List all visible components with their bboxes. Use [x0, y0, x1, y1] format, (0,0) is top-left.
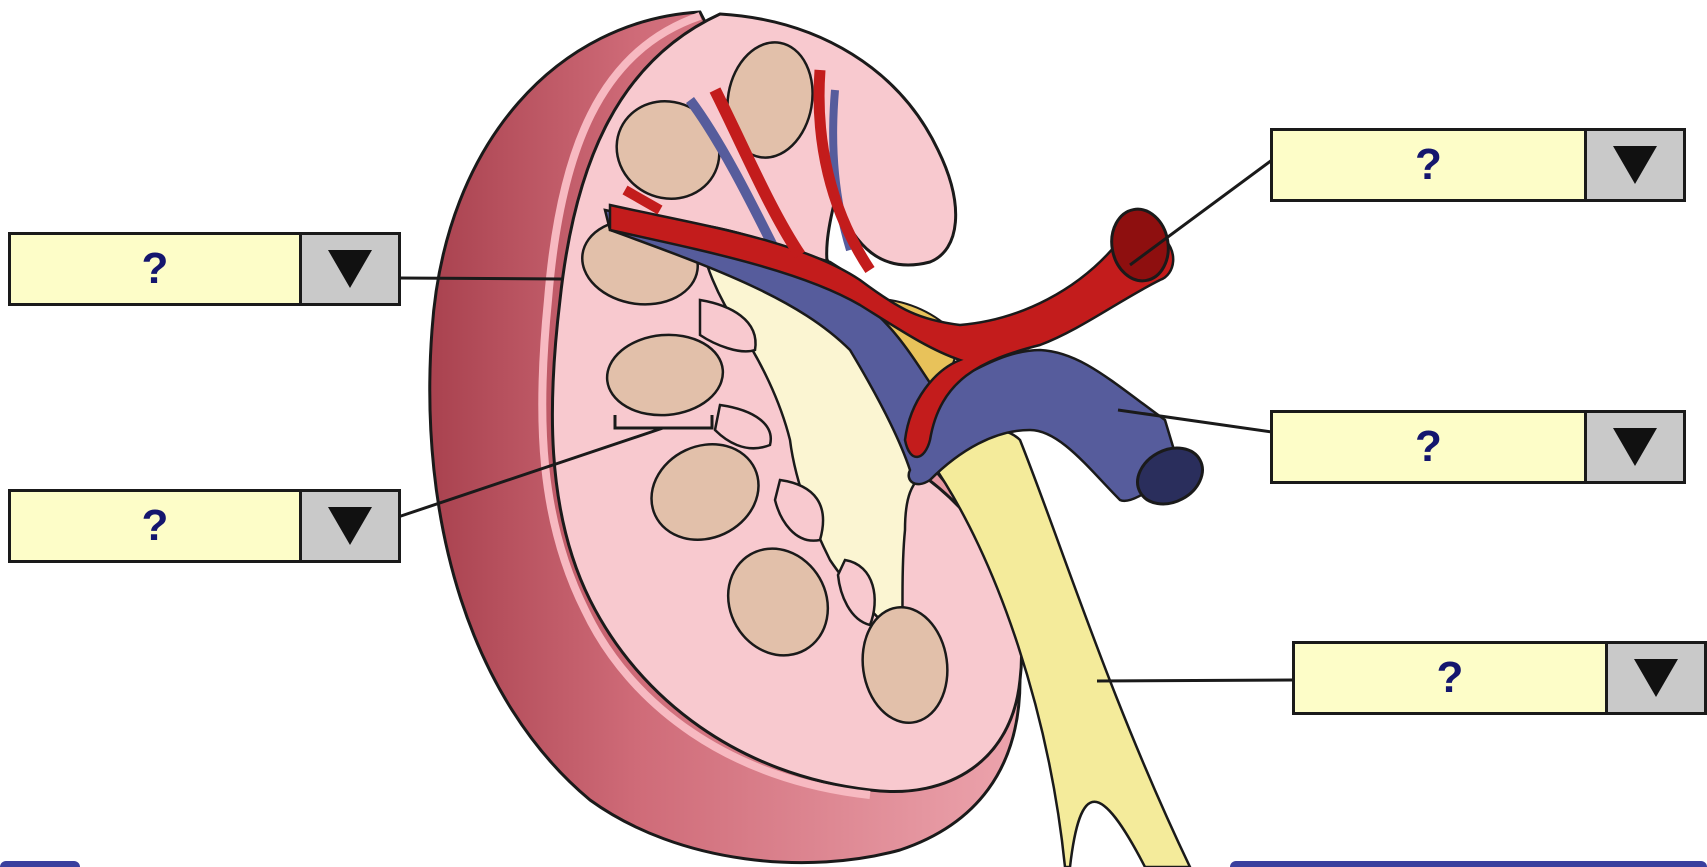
chevron-down-icon — [1613, 428, 1657, 466]
dropdown-button[interactable] — [1605, 644, 1704, 712]
chevron-down-icon — [328, 250, 372, 288]
dropdown-value[interactable]: ? — [11, 492, 299, 560]
dropdown-vein[interactable]: ? — [1270, 410, 1686, 484]
chevron-down-icon — [1634, 659, 1678, 697]
dropdown-button[interactable] — [299, 235, 398, 303]
dropdown-artery[interactable]: ? — [1270, 128, 1686, 202]
chevron-down-icon — [328, 507, 372, 545]
chevron-down-icon — [1613, 146, 1657, 184]
leader-line-ureter — [1097, 680, 1293, 681]
bottom-bar-right — [1230, 861, 1707, 867]
dropdown-value[interactable]: ? — [11, 235, 299, 303]
dropdown-button[interactable] — [299, 492, 398, 560]
dropdown-value[interactable]: ? — [1273, 131, 1584, 199]
leader-line-cortex — [398, 278, 562, 279]
dropdown-button[interactable] — [1584, 131, 1683, 199]
dropdown-value[interactable]: ? — [1273, 413, 1584, 481]
dropdown-cortex[interactable]: ? — [8, 232, 401, 306]
dropdown-ureter[interactable]: ? — [1292, 641, 1707, 715]
dropdown-value[interactable]: ? — [1295, 644, 1605, 712]
bottom-bar-left — [0, 861, 80, 867]
dropdown-pyramid[interactable]: ? — [8, 489, 401, 563]
dropdown-button[interactable] — [1584, 413, 1683, 481]
